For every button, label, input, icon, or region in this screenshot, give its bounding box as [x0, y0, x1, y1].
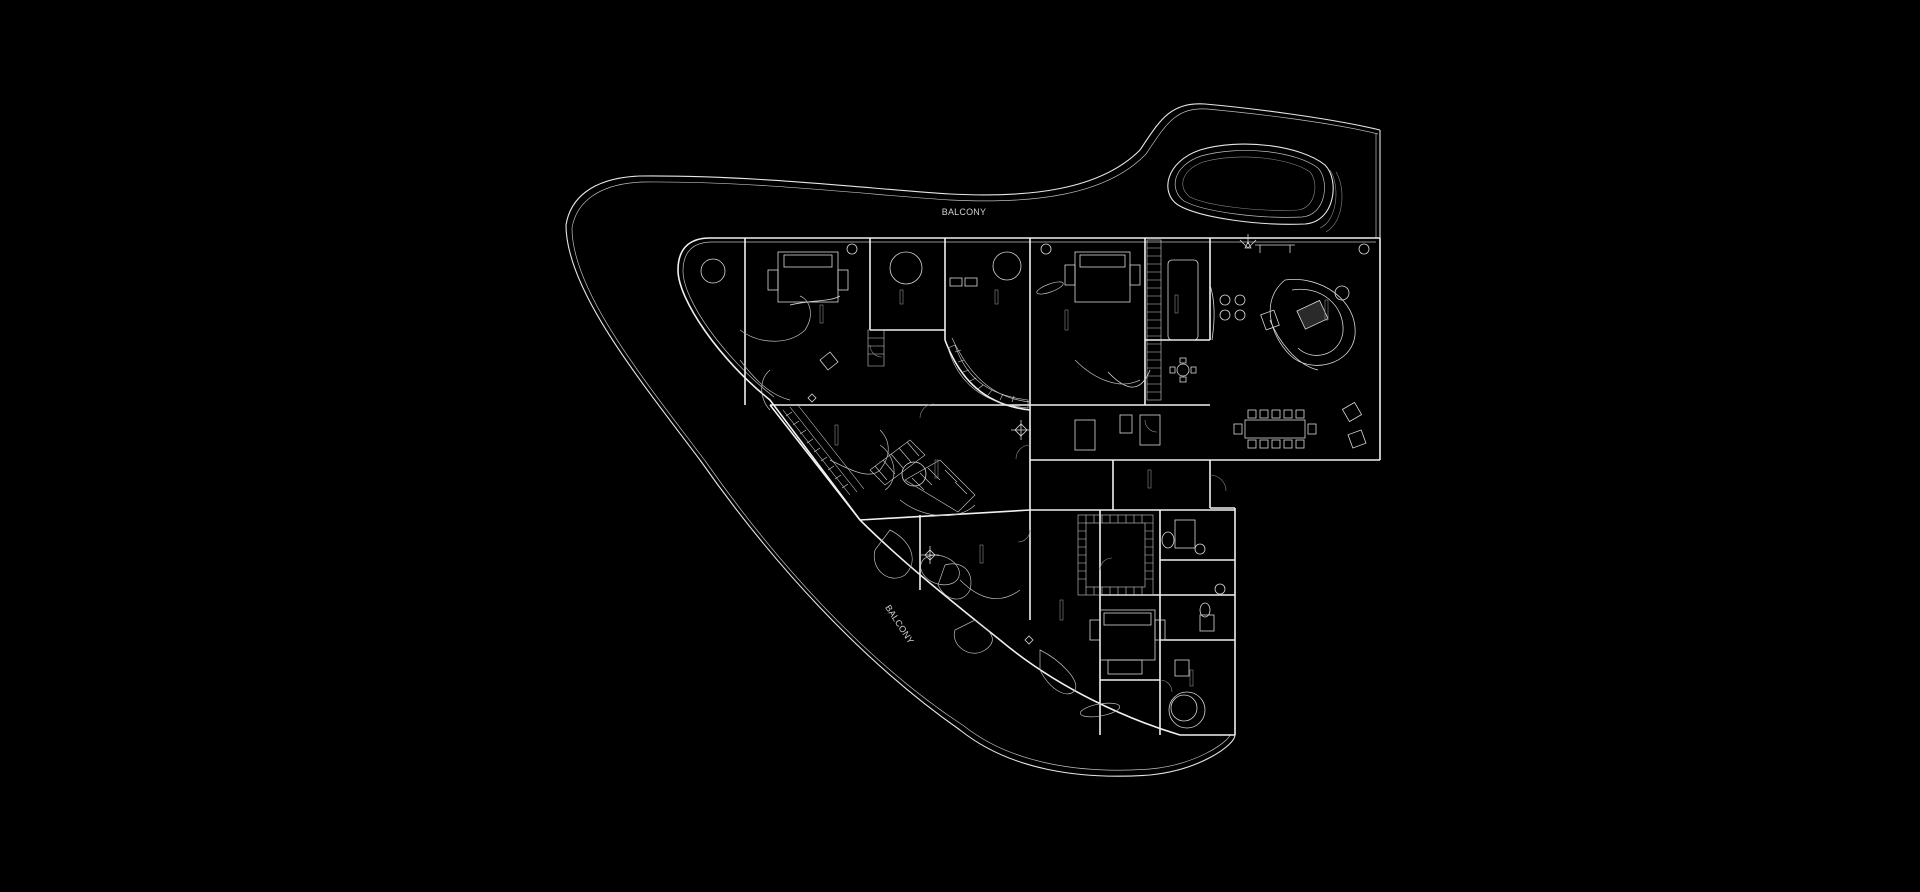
balcony-label-bottom: BALCONY	[883, 603, 916, 646]
balcony-label-top: BALCONY	[942, 207, 986, 217]
door-swings	[869, 344, 1227, 693]
plants	[807, 393, 1034, 645]
interior-outline	[677, 237, 1381, 736]
tiny-room-tags	[819, 289, 1329, 687]
round-fixtures	[700, 243, 1370, 729]
balcony-outline	[565, 103, 1381, 777]
bath-fixtures	[819, 277, 1215, 677]
interior-walls	[744, 238, 1235, 735]
pool-outline	[1167, 143, 1343, 233]
wardrobe-hatching	[782, 239, 1162, 596]
curved-room-contours	[739, 281, 1141, 718]
living-area-furniture	[1167, 234, 1367, 449]
beds	[767, 251, 1166, 675]
